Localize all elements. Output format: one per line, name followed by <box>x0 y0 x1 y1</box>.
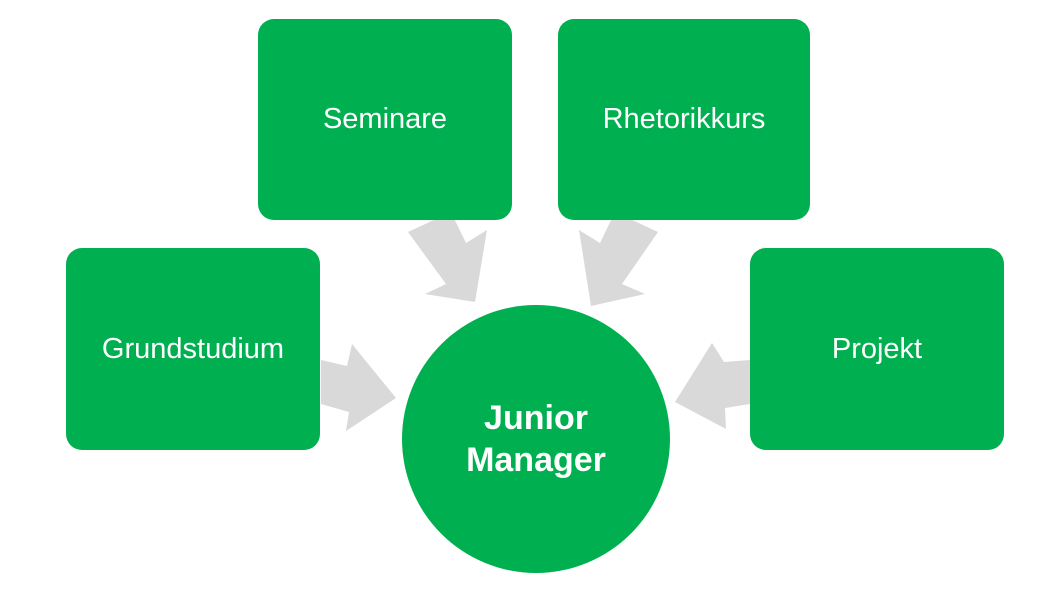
arrow-grundstudium-to-center <box>321 344 396 431</box>
node-projekt-label: Projekt <box>831 332 923 365</box>
node-rhetorikkurs: Rhetorikkurs <box>558 19 810 220</box>
node-grundstudium: Grundstudium <box>66 248 320 450</box>
arrow-rhetorikkurs-to-center <box>579 212 658 306</box>
center-label-line2: Manager <box>466 441 606 479</box>
node-projekt: Projekt <box>750 248 1004 450</box>
center-node-junior-manager: Junior Manager <box>402 305 670 573</box>
node-seminare-label: Seminare <box>322 103 448 135</box>
arrow-seminare-to-center <box>408 212 487 302</box>
node-rhetorikkurs-label: Rhetorikkurs <box>602 103 766 135</box>
center-label-line1: Junior <box>484 399 588 437</box>
node-grundstudium-label: Grundstudium <box>101 332 285 365</box>
node-seminare: Seminare <box>258 19 512 220</box>
arrow-projekt-to-center <box>675 343 750 429</box>
